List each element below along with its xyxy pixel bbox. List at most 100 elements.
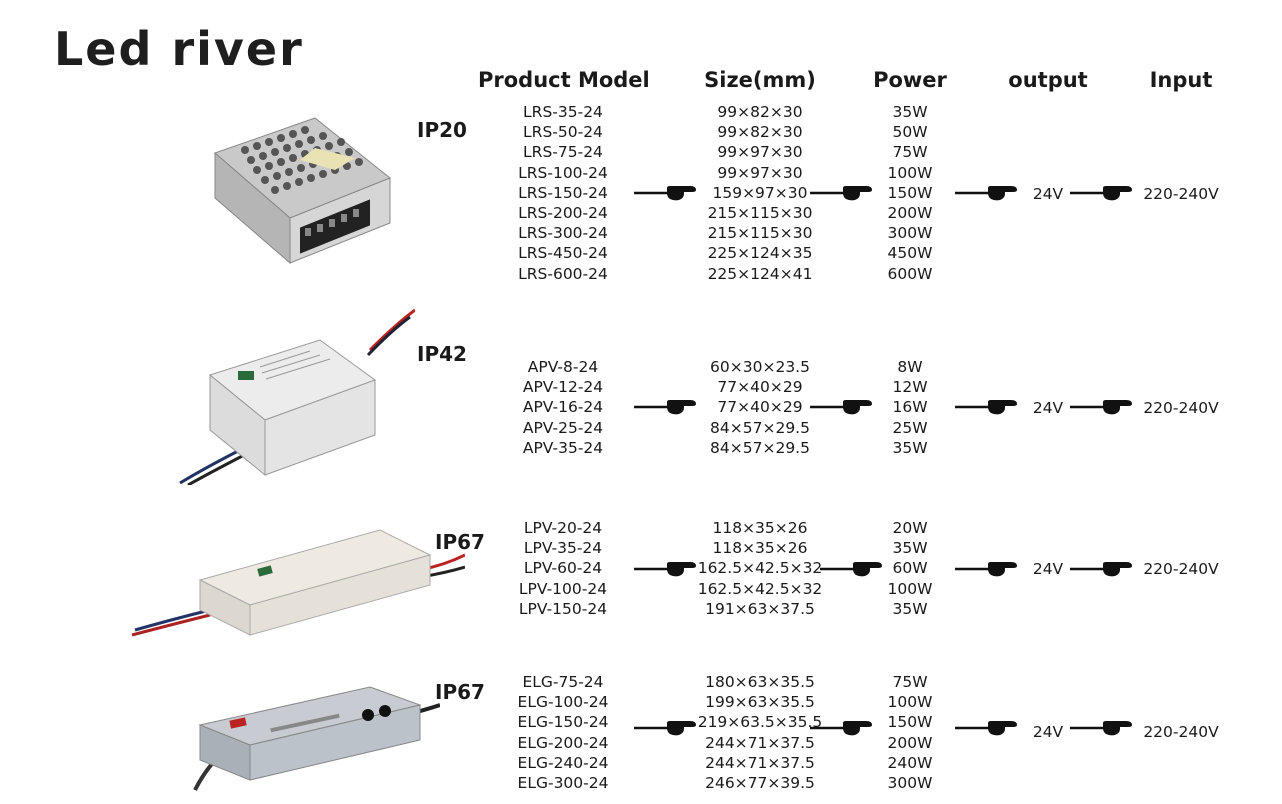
output-value-2: 24V [1032,399,1064,417]
table-row: LRS-35-24 [523,103,603,121]
table-row: 75W [892,673,928,691]
table-row: ELG-240-24 [517,753,609,772]
enclosed-psu-lrs-photo [214,117,391,265]
pointing-hand-icon [634,560,698,578]
pointing-hand-icon [810,398,874,416]
table-row: 20W [892,519,928,537]
powers-col-2: 8W 12W 16W 25W 35W [870,357,950,458]
input-value-4: 220-240V [1143,723,1219,741]
table-row: 600W [887,264,933,283]
ip-rating-2: IP42 [417,342,467,366]
pointing-hand-icon [1070,184,1134,202]
table-row: APV-16-24 [522,398,604,417]
table-row: 191×63×37.5 [705,599,815,618]
table-row: LRS-100-24 [518,163,608,182]
output-value-3: 24V [1032,560,1064,578]
table-row: 162.5×42.5×32 [697,579,823,598]
table-row: 100W [887,579,933,598]
pointing-hand-icon [955,719,1019,737]
pointing-hand-icon [810,719,874,737]
table-row: 199×63×35.5 [705,693,815,712]
header-input: Input [1149,68,1213,92]
input-value-3: 220-240V [1143,560,1219,578]
table-row: 225×124×35 [707,244,813,263]
pointing-hand-icon [634,398,698,416]
table-row: 35W [892,539,928,558]
table-row: 99×82×30 [717,103,803,121]
table-row: 100W [887,163,933,182]
models-col-1: LRS-35-24 LRS-50-24 LRS-75-24 LRS-100-24… [492,102,634,284]
table-row: 200W [887,204,933,223]
table-row: 215×115×30 [707,204,813,223]
table-row: 180×63×35.5 [705,673,815,691]
table-row: 100W [887,693,933,712]
page-title: Led river [54,22,304,76]
table-row: 240W [887,753,933,772]
aluminum-driver-elg-photo [193,686,440,791]
table-row: 77×40×29 [717,398,803,417]
table-row: 150W [887,183,933,202]
plastic-driver-apv-photo [179,308,415,485]
table-row: 50W [892,123,928,142]
table-row: LRS-300-24 [518,224,608,243]
table-row: 99×82×30 [717,123,803,142]
pointing-hand-icon [1070,560,1134,578]
table-row: 300W [887,774,933,793]
table-row: 12W [892,378,928,397]
table-row: 225×124×41 [707,264,813,283]
table-row: 215×115×30 [707,224,813,243]
table-row: LRS-50-24 [523,123,603,142]
table-row: 35W [892,438,928,457]
table-row: ELG-100-24 [517,693,609,712]
table-row: LPV-150-24 [518,599,608,618]
sizes-col-4: 180×63×35.5 199×63×35.5 219×63.5×35.5 24… [690,672,830,793]
table-row: LRS-75-24 [523,143,603,162]
table-row: 99×97×30 [717,143,803,162]
table-row: 162.5×42.5×32 [697,559,823,578]
table-row: 244×71×37.5 [705,733,815,752]
models-col-2: APV-8-24 APV-12-24 APV-16-24 APV-25-24 A… [492,357,634,458]
table-row: 84×57×29.5 [710,418,810,437]
table-row: 8W [897,358,923,376]
table-row: 150W [887,713,933,732]
table-row: LRS-150-24 [518,183,608,202]
powers-col-3: 20W 35W 60W 100W 35W [870,518,950,619]
table-row: 35W [892,103,928,121]
waterproof-driver-lpv-photo [131,529,465,637]
input-value-1: 220-240V [1143,185,1219,203]
table-row: 244×71×37.5 [705,753,815,772]
pointing-hand-icon [1070,398,1134,416]
pointing-hand-icon [955,398,1019,416]
ip-rating-3: IP67 [435,530,485,554]
input-value-2: 220-240V [1143,399,1219,417]
table-row: APV-25-24 [522,418,604,437]
table-row: 159×97×30 [712,183,808,202]
table-row: APV-8-24 [527,358,599,376]
table-row: 84×57×29.5 [710,438,810,457]
table-row: LPV-35-24 [523,539,603,558]
table-row: 300W [887,224,933,243]
table-row: LRS-450-24 [518,244,608,263]
models-col-4: ELG-75-24 ELG-100-24 ELG-150-24 ELG-200-… [492,672,634,793]
table-row: 77×40×29 [717,378,803,397]
table-row: 25W [892,418,928,437]
sizes-col-1: 99×82×30 99×82×30 99×97×30 99×97×30 159×… [690,102,830,284]
sizes-col-2: 60×30×23.5 77×40×29 77×40×29 84×57×29.5 … [690,357,830,458]
pointing-hand-icon [810,184,874,202]
table-row: ELG-200-24 [517,733,609,752]
sizes-col-3: 118×35×26 118×35×26 162.5×42.5×32 162.5×… [690,518,830,619]
table-row: 99×97×30 [717,163,803,182]
pointing-hand-icon [820,560,884,578]
table-row: ELG-150-24 [517,713,609,732]
models-col-3: LPV-20-24 LPV-35-24 LPV-60-24 LPV-100-24… [492,518,634,619]
table-row: APV-12-24 [522,378,604,397]
ip-rating-4: IP67 [435,680,485,704]
pointing-hand-icon [634,719,698,737]
header-size: Size(mm) [704,68,816,92]
table-row: LRS-600-24 [518,264,608,283]
header-power: Power [873,68,947,92]
table-row: 246×77×39.5 [705,774,815,793]
powers-col-1: 35W 50W 75W 100W 150W 200W 300W 450W 600… [870,102,950,284]
pointing-hand-icon [1070,719,1134,737]
table-row: LPV-20-24 [523,519,603,537]
